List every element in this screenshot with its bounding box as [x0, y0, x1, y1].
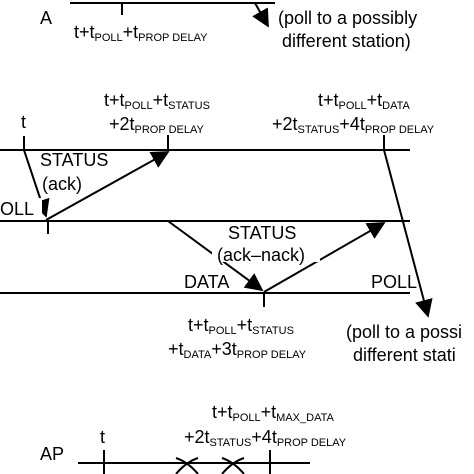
top-poll-arrow [252, 2, 269, 28]
top-time-label: t+tPOLL+tPROP DELAY [74, 22, 208, 44]
poll-left-bg [0, 198, 42, 220]
status-time-bottom-line2: +tDATA+3tPROP DELAY [168, 339, 307, 361]
middle-note-line2: different stati [353, 345, 456, 365]
status-ack-label-line2: (ack) [42, 174, 82, 194]
bottom-time-label-line1: t+tPOLL+tMAX_DATA [212, 402, 334, 424]
status-time-label-line2: +2tPROP DELAY [109, 114, 204, 136]
bottom-crossing-arrows-2 [221, 457, 245, 474]
poll-label: POLL [371, 272, 417, 292]
data-label: DATA [184, 272, 229, 292]
bottom-section: t+tPOLL+tMAX_DATA +2tSTATUS+4tPROP DELAY… [40, 402, 347, 474]
poll-arrow-1 [23, 149, 50, 218]
station-label-ap: AP [40, 444, 64, 464]
station-label-a: A [40, 8, 52, 28]
status-nack-arrow [263, 222, 386, 293]
top-note-line2: different station) [282, 31, 411, 51]
status-nack-label-bg [212, 236, 320, 262]
top-note-line1: (poll to a possibly [278, 8, 417, 28]
top-section: A t+tPOLL+tPROP DELAY (poll to a possibl… [40, 2, 417, 51]
poll-arrow-2 [383, 149, 433, 318]
middle-section: t+tPOLL+tSTATUS +2tPROP DELAY t+tPOLL+tD… [0, 90, 462, 365]
middle-note-line1: (poll to a possi [346, 322, 462, 342]
status-nack-label-line1: STATUS [228, 223, 296, 243]
poll-left-label: OLL [0, 199, 34, 219]
bottom-crossing-arrows-1 [175, 457, 199, 474]
status-time-label-line1: t+tPOLL+tSTATUS [104, 90, 210, 112]
status-time-bottom-line1: t+tPOLL+tSTATUS [188, 315, 294, 337]
time-t-label: t [21, 112, 26, 132]
status-ack-label-line1: STATUS [40, 150, 108, 170]
data-time-label-line2: +2tSTATUS+4tPROP DELAY [272, 114, 435, 136]
data-time-label-line1: t+tPOLL+tDATA [318, 90, 411, 112]
status-ack-arrow [45, 151, 170, 221]
bottom-time-t: t [100, 427, 105, 447]
bottom-time-label-line2: +2tSTATUS+4tPROP DELAY [184, 427, 347, 449]
status-nack-label-line2: (ack–nack) [217, 245, 305, 265]
